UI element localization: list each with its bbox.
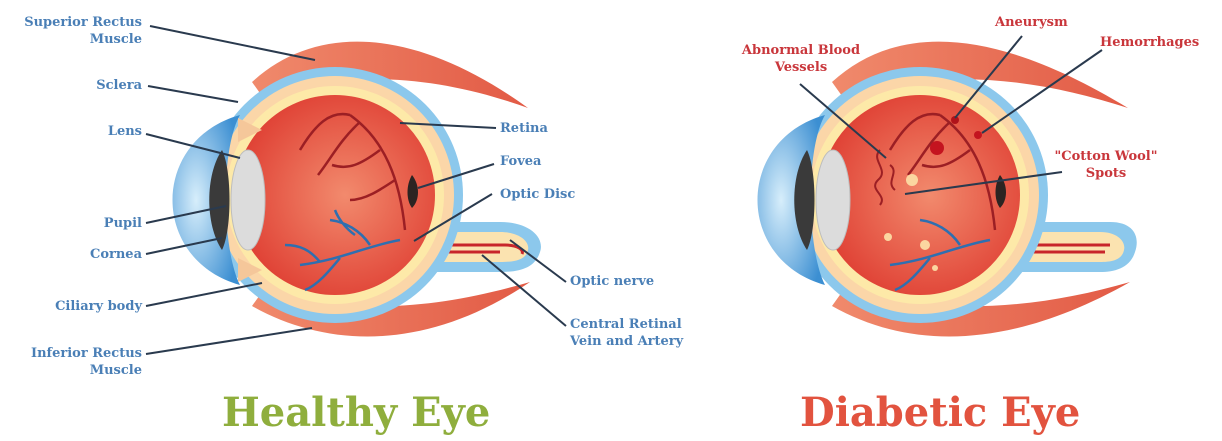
label-retina: Retina [500, 120, 548, 137]
label-optic-nerve: Optic nerve [570, 273, 654, 290]
label-hemorrhages: Hemorrhages [1100, 34, 1199, 51]
cotton-wool-spot [884, 233, 892, 241]
label-pupil: Pupil [104, 215, 142, 232]
label-cornea: Cornea [90, 246, 142, 263]
cotton-wool-spot [906, 174, 918, 186]
label-superior-rectus-muscle: Superior Rectus Muscle [24, 14, 142, 48]
label-aneurysm: Aneurysm [995, 14, 1068, 31]
label-fovea: Fovea [500, 153, 541, 170]
cotton-wool-spot [932, 265, 938, 271]
label-abnormal-blood-vessels: Abnormal Blood Vessels [728, 42, 874, 76]
hemorrhage-spot [974, 131, 982, 139]
diabetic-eye-title: Diabetic Eye [800, 390, 1080, 436]
cotton-wool-spot [920, 240, 930, 250]
label-inferior-rectus-muscle: Inferior Rectus Muscle [31, 345, 142, 379]
label-optic-disc: Optic Disc [500, 186, 575, 203]
lens-shape [231, 150, 265, 250]
diabetic-lens [816, 150, 850, 250]
healthy-eye [173, 42, 541, 337]
label-cotton-wool-spots: "Cotton Wool" Spots [1040, 148, 1172, 182]
hemorrhage-spot [930, 141, 944, 155]
label-central-retinal-vein-artery: Central Retinal Vein and Artery [570, 316, 683, 350]
healthy-eye-title: Healthy Eye [222, 390, 490, 436]
label-lens: Lens [108, 123, 142, 140]
label-sclera: Sclera [96, 77, 142, 94]
label-ciliary-body: Ciliary body [55, 298, 142, 315]
